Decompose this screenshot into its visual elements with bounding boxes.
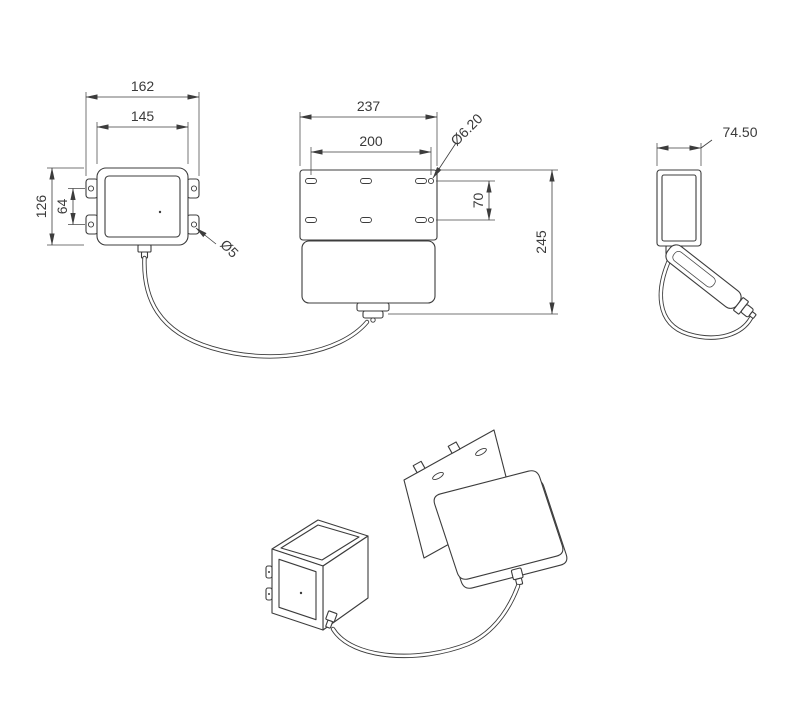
mount-ear [186, 214, 200, 235]
box-side-outline [656, 169, 702, 247]
iso-cable [330, 583, 521, 659]
slot-hole [305, 178, 317, 184]
bracket-slot [475, 447, 487, 457]
box-side-inner [661, 174, 697, 242]
dimension-box-outer-height: 126 [33, 167, 84, 246]
mount-ear [186, 178, 200, 199]
dimension-box-hole-spacing: 64 [54, 188, 85, 225]
rf-connector-base [356, 302, 390, 312]
ear-hole [87, 221, 95, 228]
isometric-view [265, 429, 568, 659]
ear-hole [190, 185, 198, 192]
dimension-box-outer-width: 162 [85, 78, 200, 176]
antenna-body [301, 240, 436, 304]
bracket-slot [432, 471, 444, 481]
leader-panel-hole-diameter: Ø6.20 [432, 110, 486, 179]
slot-hole [305, 217, 317, 223]
led-dot [299, 591, 303, 595]
bracket-tab [447, 441, 461, 454]
round-hole [427, 177, 435, 185]
dimension-panel-total-height: 245 [388, 169, 558, 315]
dimension-box-body-width: 145 [96, 108, 189, 164]
dim-label-box-outer-width: 162 [131, 78, 155, 94]
mounting-plate [299, 169, 438, 241]
side-view-cable [658, 253, 754, 340]
control-box-outline [85, 167, 200, 259]
control-box-body [96, 167, 189, 246]
dim-label-ear-hole-dia: Ø5 [217, 236, 242, 261]
control-box-front-view: 162 145 126 64 Ø5 [33, 78, 242, 261]
slot-hole [360, 217, 372, 223]
dim-label-panel-outer-width: 237 [357, 98, 381, 114]
dim-label-box-outer-height: 126 [33, 195, 49, 219]
control-box-face [104, 175, 181, 238]
antenna-edge-detail [672, 250, 716, 288]
ear-hole [190, 221, 198, 228]
dim-label-panel-hole-dia: Ø6.20 [447, 110, 485, 148]
ear-hole-dot [268, 571, 270, 573]
dimension-panel-outer-width: 237 [299, 98, 438, 166]
dim-label-side-depth: 74.50 [722, 124, 757, 140]
dimension-panel-hole-spacing-h: 200 [310, 133, 432, 175]
slot-hole [360, 178, 372, 184]
dim-label-box-hole-spacing: 64 [54, 199, 70, 215]
interconnect-cable-front [142, 255, 370, 359]
dimension-panel-hole-spacing-v: 70 [436, 180, 495, 221]
ear-hole [87, 185, 95, 192]
mount-ear [85, 178, 99, 199]
dim-label-box-body-width: 145 [131, 108, 155, 124]
rf-connector [362, 310, 384, 319]
iso-control-box [265, 519, 369, 631]
cable-gland [137, 244, 152, 253]
round-hole [427, 216, 435, 224]
antenna-panel-outline [299, 169, 438, 323]
bracket-tab [412, 460, 426, 474]
slot-hole [415, 178, 427, 184]
box-top-inset [280, 524, 360, 561]
side-view-antenna-arm [665, 244, 757, 319]
ear-hole-dot [268, 593, 270, 595]
dim-label-panel-total-height: 245 [533, 230, 549, 254]
panel-face [433, 470, 564, 580]
arm-connector-stub [749, 311, 757, 319]
mount-ear [85, 214, 99, 235]
rf-connector-nut [370, 317, 376, 323]
box-front-inset [278, 558, 317, 621]
led-dot [158, 210, 162, 214]
box-cable-gland [325, 610, 338, 629]
dimension-side-depth: 74.50 [656, 124, 758, 166]
antenna-front-view: 237 200 Ø6.20 70 245 [299, 98, 558, 323]
dim-label-panel-hole-spacing-v: 70 [470, 193, 486, 209]
side-view: 74.50 [656, 124, 758, 340]
antenna-edge [665, 244, 742, 309]
panel-rf-connector [510, 567, 524, 586]
dim-label-panel-hole-spacing-h: 200 [359, 133, 383, 149]
slot-hole [415, 217, 427, 223]
iso-antenna-panel [433, 470, 568, 589]
leader-ear-hole-diameter: Ø5 [195, 227, 242, 261]
side-view-box [656, 169, 702, 255]
